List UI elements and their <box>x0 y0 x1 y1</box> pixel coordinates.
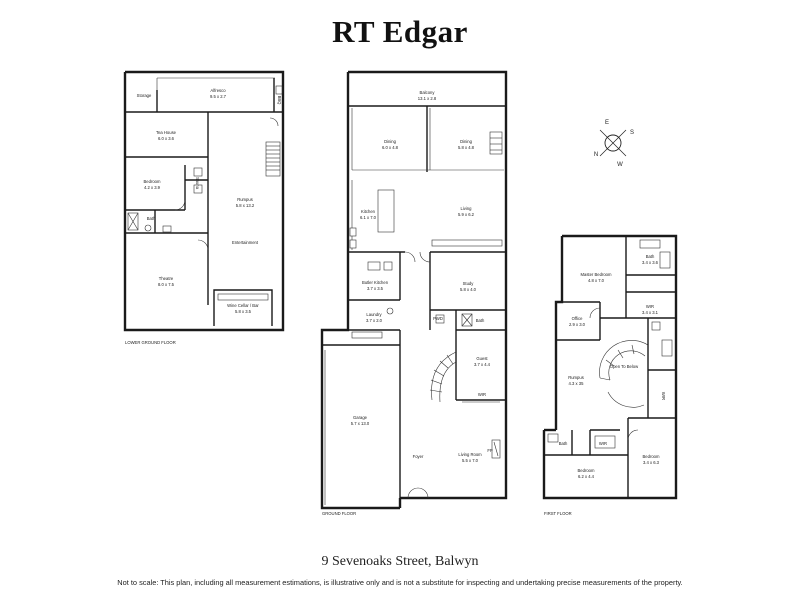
compass-n: N <box>594 152 598 158</box>
room-alfresco-dim: 9.5 x 2.7 <box>210 94 227 99</box>
room-kitchen-dim: 6.1 x 7.0 <box>360 215 377 220</box>
room-bedroom-first-2-dim: 3.4 x 6.3 <box>643 460 660 465</box>
room-alfresco: Alfresco <box>210 88 226 93</box>
room-bedroom-lower-dim: 4.2 x 3.9 <box>144 185 161 190</box>
room-garage-dim: 5.7 x 13.0 <box>351 421 370 426</box>
room-bedroom-first-2: Bedroom <box>643 454 661 459</box>
compass-e: E <box>605 120 609 126</box>
room-bath-lower: Bath <box>147 216 156 221</box>
room-storage: Storage <box>137 93 152 98</box>
room-fp: FP <box>487 448 493 453</box>
room-bbq: BBQ <box>277 96 282 106</box>
room-theatre-dim: 8.0 x 7.5 <box>158 282 175 287</box>
room-kitchen: Kitchen <box>361 209 376 214</box>
room-living-room: Living Room <box>458 452 482 457</box>
room-study-dim: 5.8 x 4.0 <box>460 287 477 292</box>
property-address: 9 Sevenoaks Street, Balwyn <box>321 554 479 569</box>
room-living: Living <box>461 206 473 211</box>
room-study: Study <box>463 281 475 286</box>
room-bath-first-2: Bath <box>559 441 568 446</box>
room-wir-first-2: WIR <box>599 441 607 446</box>
floor-label-first: FIRST FLOOR <box>544 511 572 516</box>
room-bath-first-dim: 3.4 x 3.6 <box>642 260 659 265</box>
ground-floor-plan <box>320 70 508 510</box>
lower-stairs <box>265 141 281 177</box>
room-dining-2-dim: 5.8 x 4.8 <box>458 145 475 150</box>
room-teahouse-dim: 6.0 x 3.6 <box>158 136 175 141</box>
room-rumpus-first-dim: 4.3 x 35 <box>569 381 585 386</box>
ground-stairs <box>429 351 457 403</box>
room-laundry: Laundry <box>366 312 382 317</box>
room-butler-kitchen-dim: 3.7 x 3.5 <box>367 286 384 291</box>
room-sauna: Sauna <box>195 177 200 190</box>
first-stairs <box>599 340 649 408</box>
room-living-room-dim: 5.5 x 7.0 <box>462 458 479 463</box>
first-floor-plan <box>542 234 678 500</box>
room-office-dim: 2.9 x 3.0 <box>569 322 586 327</box>
room-wine-cellar-dim: 5.8 x 3.5 <box>235 309 252 314</box>
room-entertainment: Entertainment <box>232 240 259 245</box>
room-pwd: PWD <box>433 316 443 321</box>
room-butler-kitchen: Butler Kitchen <box>362 280 389 285</box>
room-wir-first: WIR <box>646 304 654 309</box>
lower-ground-floor-plan <box>123 70 285 332</box>
room-laundry-dim: 3.7 x 2.0 <box>366 318 383 323</box>
room-balcony-dim: 13.1 x 2.8 <box>418 96 437 101</box>
room-wir-ground: WIR <box>478 392 486 397</box>
compass-s: S <box>630 130 634 136</box>
room-bedroom-first-1-dim: 6.2 x 4.4 <box>578 474 595 479</box>
room-guest-dim: 3.7 x 4.4 <box>474 362 491 367</box>
room-wir-first-3: WIR <box>661 392 666 400</box>
room-dining-1-dim: 6.0 x 4.8 <box>382 145 399 150</box>
room-dining-1: Dining <box>384 139 397 144</box>
room-rumpus-first: Rumpus <box>568 375 584 380</box>
room-bedroom-lower: Bedroom <box>144 179 162 184</box>
room-master-bedroom-dim: 4.8 x 7.0 <box>588 278 605 283</box>
room-wine-cellar: Wine Cellar / Bar <box>227 303 259 308</box>
disclaimer: Not to scale: This plan, including all m… <box>117 578 683 587</box>
room-master-bedroom: Master Bedroom <box>581 272 612 277</box>
brand-logo: RT Edgar <box>332 14 468 49</box>
room-bedroom-first-1: Bedroom <box>578 468 596 473</box>
floor-label-ground: GROUND FLOOR <box>322 511 356 516</box>
room-garage: Garage <box>353 415 368 420</box>
room-dining-2: Dining <box>460 139 473 144</box>
compass: N S E W <box>594 120 634 168</box>
room-bath-ground: Bath <box>476 318 485 323</box>
room-bath-first: Bath <box>646 254 655 259</box>
compass-w: W <box>617 162 623 168</box>
room-office: Office <box>572 316 584 321</box>
room-living-dim: 5.9 x 6.2 <box>458 212 475 217</box>
room-theatre: Theatre <box>159 276 174 281</box>
room-rumpus-lower: Rumpus <box>237 197 253 202</box>
room-foyer: Foyer <box>413 454 424 459</box>
room-rumpus-lower-dim: 5.8 x 13.2 <box>236 203 255 208</box>
floor-label-lower: LOWER GROUND FLOOR <box>125 340 176 345</box>
room-wir-first-dim: 3.4 x 3.1 <box>642 310 659 315</box>
room-guest: Guest <box>476 356 488 361</box>
room-teahouse: Tea House <box>156 130 177 135</box>
room-open-to-below: Open To Below <box>610 364 639 369</box>
room-balcony: Balcony <box>420 90 436 95</box>
